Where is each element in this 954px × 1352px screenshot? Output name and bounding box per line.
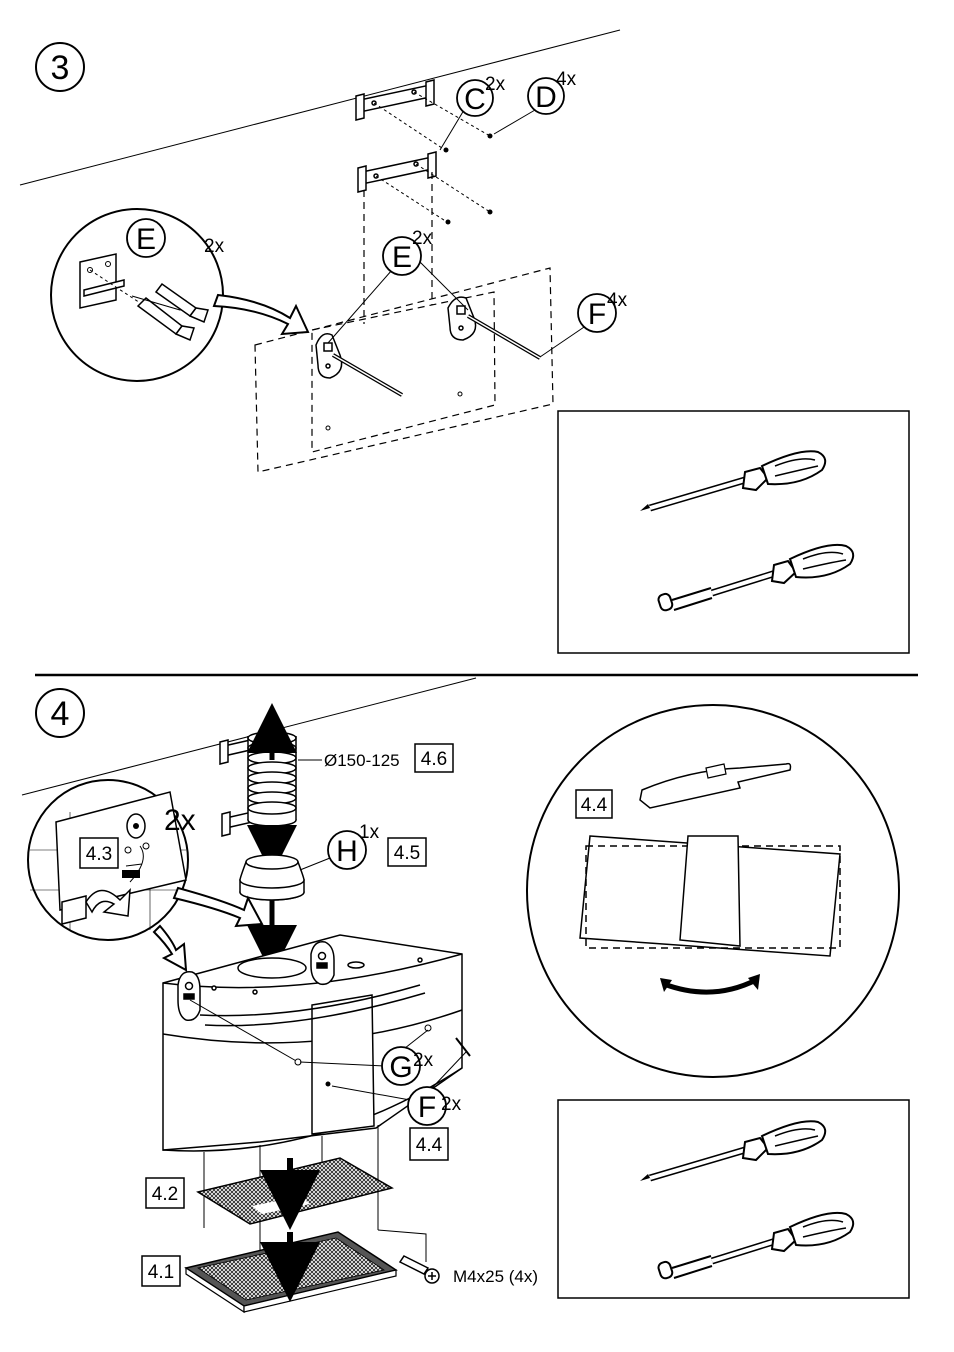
box-4-4-label: 4.4 xyxy=(416,1135,443,1156)
step-4-number: 4 xyxy=(51,695,70,733)
step-3-number: 3 xyxy=(51,49,70,87)
callout-c-circle xyxy=(456,79,494,117)
leader-d xyxy=(493,109,536,135)
leader-e2 xyxy=(419,261,469,311)
box-4-6-label: 4.6 xyxy=(421,749,447,770)
duct-adapter xyxy=(239,854,305,901)
hood-bolts-step3 xyxy=(331,314,542,397)
leader-e xyxy=(327,269,393,344)
callout-c-letter: C xyxy=(464,83,486,116)
leader-f4b xyxy=(431,1051,467,1089)
box-4-4-zoom xyxy=(575,789,613,819)
box-4-1-label: 4.1 xyxy=(148,1262,174,1283)
zoom-detail-4-4 xyxy=(526,704,900,1078)
hood-hanger-right-step4 xyxy=(310,941,335,986)
screw-spec-label: M4x25 (4x) xyxy=(453,1267,538,1286)
callout-f4-circle xyxy=(407,1086,447,1126)
callout-e-zoom-qty: 2x xyxy=(204,236,225,257)
hood-screw-f xyxy=(325,1081,331,1087)
callout-g-circle xyxy=(381,1046,421,1086)
box-4-4-zoom-label: 4.4 xyxy=(581,795,608,816)
screw-lines-step3 xyxy=(373,91,491,223)
callout-d-letter: D xyxy=(535,81,557,114)
callout-g-qty: 2x xyxy=(413,1050,434,1071)
step-3-panel: 3 xyxy=(19,29,910,654)
box-4-1 xyxy=(141,1255,181,1287)
callout-e-zoom-letter: E xyxy=(136,223,156,256)
wall-bracket-lower xyxy=(357,151,437,193)
tools-box-step4 xyxy=(557,1099,910,1299)
zoom-arrow-right xyxy=(172,886,264,928)
hood-bolts-highlight xyxy=(332,315,541,396)
callout-e-zoom-circle xyxy=(126,218,166,258)
tools-box-step3 xyxy=(557,410,910,654)
box-4-2-label: 4.2 xyxy=(152,1184,178,1205)
box-4-4 xyxy=(409,1127,449,1161)
hood-hole xyxy=(325,425,331,431)
grease-filter xyxy=(196,1157,394,1225)
step-3-badge xyxy=(35,42,85,92)
leader-h xyxy=(299,857,331,871)
hood-bolt-f xyxy=(455,1037,471,1057)
callout-e-qty: 2x xyxy=(412,228,433,249)
leader-f4 xyxy=(331,1085,411,1101)
screw-icon xyxy=(398,1255,440,1284)
zoom-detail-e xyxy=(50,208,224,382)
callout-c-qty: 2x xyxy=(485,74,506,95)
callout-h-letter: H xyxy=(336,835,358,868)
hood-hanger-left-step4 xyxy=(177,971,201,1022)
leader-g xyxy=(299,1061,385,1067)
zoom-qty-label: 2x xyxy=(164,804,196,837)
wall-bracket-upper xyxy=(355,79,435,121)
callout-d-circle xyxy=(527,77,565,115)
callout-h-circle xyxy=(327,830,367,870)
hood-screw-g2 xyxy=(424,1024,432,1032)
zoom-arrow-step3 xyxy=(212,293,310,336)
box-4-3-label: 4.3 xyxy=(86,844,112,865)
step-4-badge xyxy=(35,688,85,738)
callout-f4-qty: 2x xyxy=(441,1094,462,1115)
callout-h-qty: 1x xyxy=(359,822,380,843)
callout-f-letter: F xyxy=(588,298,606,331)
screws-step3 xyxy=(443,133,493,225)
leader-c xyxy=(439,109,465,151)
step-4-panel: 4 Ø150-125 4.6 xyxy=(21,677,910,1314)
callout-f4-letter: F xyxy=(418,1091,436,1124)
box-4-6 xyxy=(414,743,454,773)
callout-e-circle xyxy=(382,236,422,276)
leader-screw xyxy=(377,1229,427,1262)
callout-f-circle xyxy=(577,293,617,333)
callout-e-letter: E xyxy=(392,241,412,274)
hood-hole xyxy=(457,391,463,397)
leader-f xyxy=(539,322,591,358)
box-4-5 xyxy=(387,837,427,867)
callout-f-qty: 4x xyxy=(607,290,628,311)
box-4-5-label: 4.5 xyxy=(394,843,420,864)
duct-diameter-label: Ø150-125 xyxy=(324,751,400,770)
ceiling-line xyxy=(19,29,621,186)
callout-d-qty: 4x xyxy=(556,69,577,90)
callout-g-letter: G xyxy=(389,1051,412,1084)
box-4-3 xyxy=(79,837,119,869)
leader-hood-g xyxy=(189,999,299,1063)
box-4-2 xyxy=(145,1177,185,1209)
zoom-arrow-down xyxy=(152,924,188,972)
